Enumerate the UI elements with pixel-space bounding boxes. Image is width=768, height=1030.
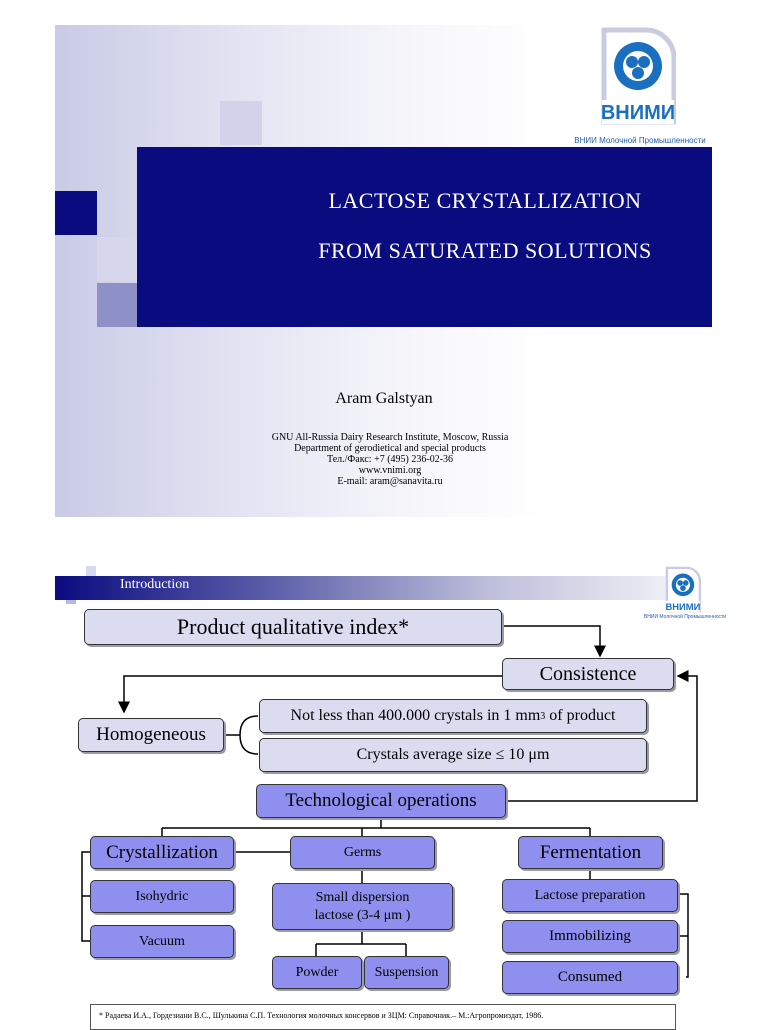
tech-ops-box: Technological operations <box>256 784 506 818</box>
small-dispersion-line-1: Small dispersion <box>315 889 410 905</box>
crystallization-box: Crystallization <box>90 836 234 869</box>
title-band <box>137 147 712 327</box>
footnote: * Радаева И.А., Гордезиани В.С., Шулькин… <box>90 1004 676 1030</box>
logo-text: ВНИМИ <box>601 102 675 124</box>
homogeneous-box: Homogeneous <box>78 718 224 752</box>
immobilizing-box: Immobilizing <box>502 920 678 953</box>
contact-line: www.vnimi.org <box>358 465 422 476</box>
slide-title-line-2: FROM SATURATED SOLUTIONS <box>318 238 652 263</box>
lactose-preparation-box: Lactose preparation <box>502 879 678 912</box>
consistence-box: Consistence <box>502 658 674 690</box>
slide-title-line-1: LACTOSE CRYSTALLIZATION <box>328 188 642 213</box>
contact-line: Department of gerodietical and special p… <box>294 443 486 454</box>
contact-line: GNU All-Russia Dairy Research Institute,… <box>271 432 509 443</box>
logo-subtext-small: ВНИИ Молочной Промышленности <box>643 614 727 620</box>
crystals-count-text: Not less than 400.000 crystals in 1 mm <box>290 707 541 724</box>
isohydric-box: Isohydric <box>90 880 234 913</box>
logo-text-small: ВНИМИ <box>665 601 700 612</box>
vnimi-logo-small: ВНИМИ <box>665 566 702 613</box>
fermentation-box: Fermentation <box>518 836 663 869</box>
vacuum-box: Vacuum <box>90 925 234 958</box>
author-name: Aram Galstyan <box>335 390 433 407</box>
header-bar <box>55 576 667 600</box>
germs-box: Germs <box>290 836 435 869</box>
logo-subtext: ВНИИ Молочной Промышленности <box>574 136 706 145</box>
slide-heading: Introduction <box>120 577 190 592</box>
contact-line: Тел./Факс: +7 (495) 236-02-36 <box>326 454 454 465</box>
powder-box: Powder <box>272 956 362 989</box>
vnimi-logo: ВНИМИ <box>601 27 676 125</box>
contact-line: E-mail: aram@sanavita.ru <box>337 476 443 487</box>
product-index-box: Product qualitative index* <box>84 609 502 645</box>
crystals-count-superscript: 3 <box>540 710 546 722</box>
crystals-size-box: Crystals average size ≤ 10 μm <box>259 738 647 772</box>
crystals-count-tail: of product <box>545 707 616 724</box>
small-dispersion-box: Small dispersion lactose (3-4 μm ) <box>272 883 453 930</box>
contact-info: GNU All-Russia Dairy Research Institute,… <box>180 432 600 487</box>
small-dispersion-line-2: lactose (3-4 μm ) <box>314 907 411 923</box>
flowchart-connectors <box>81 625 698 978</box>
consumed-box: Consumed <box>502 961 678 994</box>
suspension-box: Suspension <box>364 956 449 989</box>
title-slide: LACTOSE CRYSTALLIZATION FROM SATURATED S… <box>55 25 715 517</box>
